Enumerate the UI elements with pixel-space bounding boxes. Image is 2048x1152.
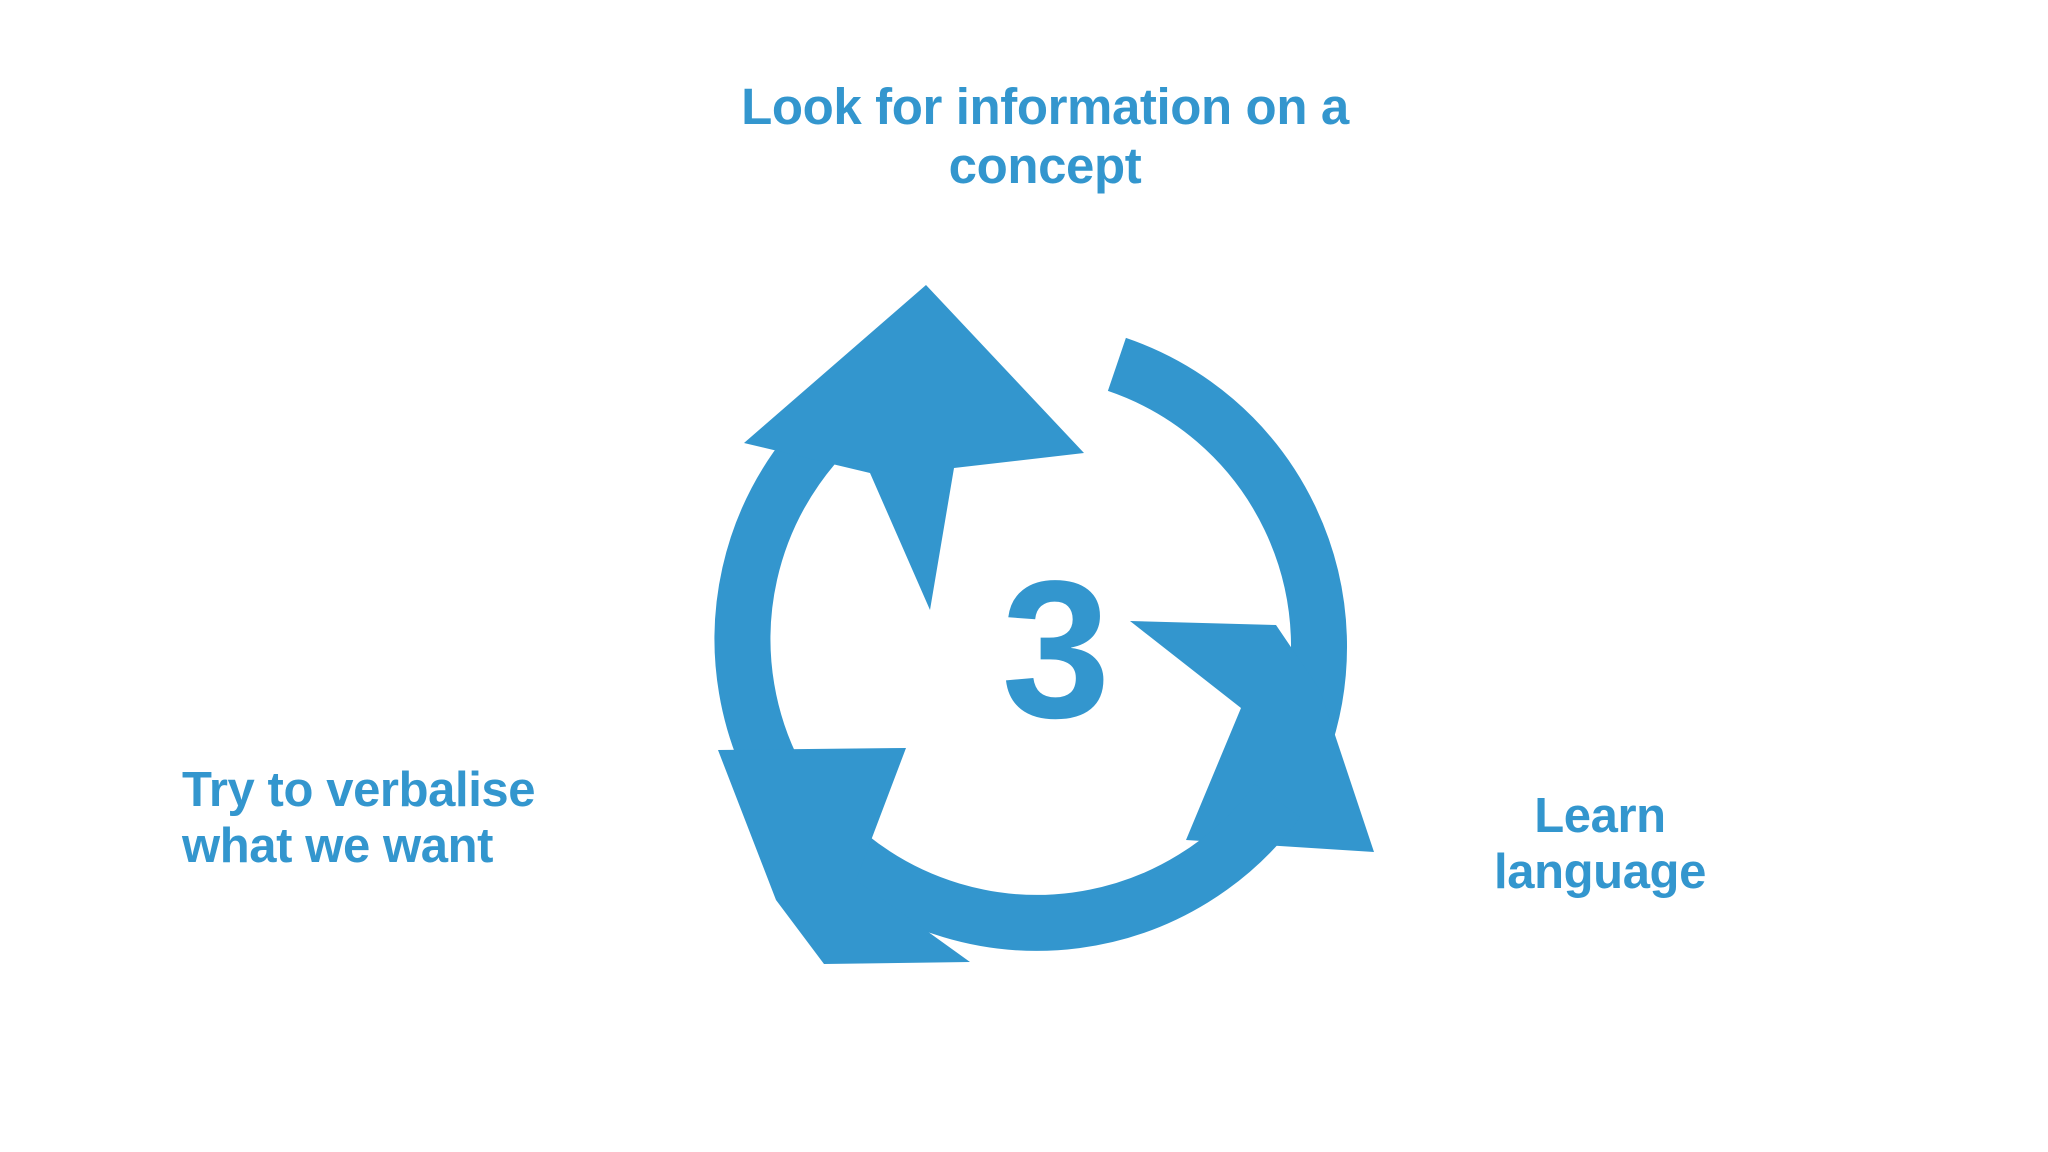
step-label-look-for-information: Look for information on a concept [741, 78, 1349, 194]
arc-bottom-shaft [832, 783, 1301, 951]
cycle-diagram [660, 230, 1404, 1030]
arrowhead-up-right [744, 285, 1084, 610]
step-label-try-to-verbalise: Try to verbalise what we want [182, 763, 536, 874]
arc-right-shaft [1107, 337, 1347, 759]
arrow-arc-right [1107, 337, 1374, 852]
cycle-diagram-svg [714, 285, 1374, 964]
cycle-center-number: 3 [1001, 540, 1110, 759]
step-label-learn-language: Learn language [1494, 789, 1706, 900]
arrow-arc-upper-left [714, 285, 1084, 804]
arrowhead-up-left [718, 748, 970, 964]
arrowhead-down-right [1130, 621, 1374, 852]
arrow-arc-bottom [718, 748, 1301, 964]
